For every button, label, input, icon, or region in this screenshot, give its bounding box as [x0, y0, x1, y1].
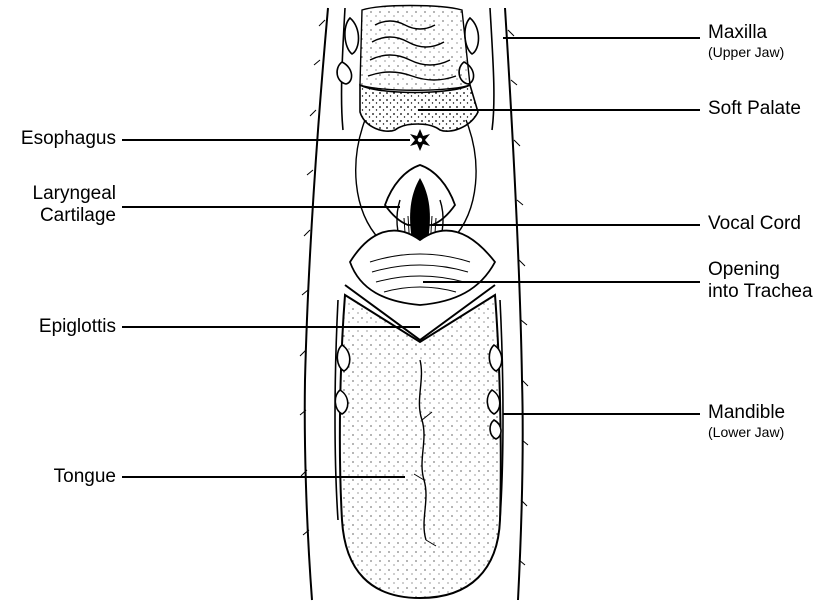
tongue-label: Tongue: [54, 466, 116, 487]
opening-trachea-line2: into Trachea: [708, 281, 813, 303]
mandible-label: Mandible: [708, 402, 785, 423]
label-maxilla: Maxilla (Upper Jaw): [708, 22, 784, 60]
laryngeal-line1: Laryngeal: [4, 183, 116, 205]
arytenoid-region: [350, 231, 495, 305]
esophagus-label: Esophagus: [21, 128, 116, 149]
laryngeal-line2: Cartilage: [4, 205, 116, 227]
maxilla-label: Maxilla: [708, 22, 767, 43]
label-mandible: Mandible (Lower Jaw): [708, 402, 785, 440]
label-tongue: Tongue: [4, 466, 116, 488]
left-outer-jaw: [305, 8, 328, 600]
label-opening-trachea: Opening into Trachea: [708, 259, 813, 303]
label-vocal-cord: Vocal Cord: [708, 213, 801, 235]
mandible-sublabel: (Lower Jaw): [708, 424, 785, 440]
soft-palate-label: Soft Palate: [708, 98, 801, 119]
label-laryngeal-cartilage: Laryngeal Cartilage: [4, 183, 116, 227]
maxilla-sublabel: (Upper Jaw): [708, 44, 784, 60]
label-epiglottis: Epiglottis: [4, 316, 116, 338]
soft-palate: [360, 85, 478, 131]
right-outer-jaw: [505, 8, 523, 600]
opening-trachea-line1: Opening: [708, 259, 813, 281]
vocal-cord-label: Vocal Cord: [708, 213, 801, 234]
esophagus-opening: [410, 129, 430, 151]
label-soft-palate: Soft Palate: [708, 98, 801, 120]
epiglottis-label: Epiglottis: [39, 316, 116, 337]
label-esophagus: Esophagus: [4, 128, 116, 150]
upper-left-teeth: [337, 18, 358, 84]
